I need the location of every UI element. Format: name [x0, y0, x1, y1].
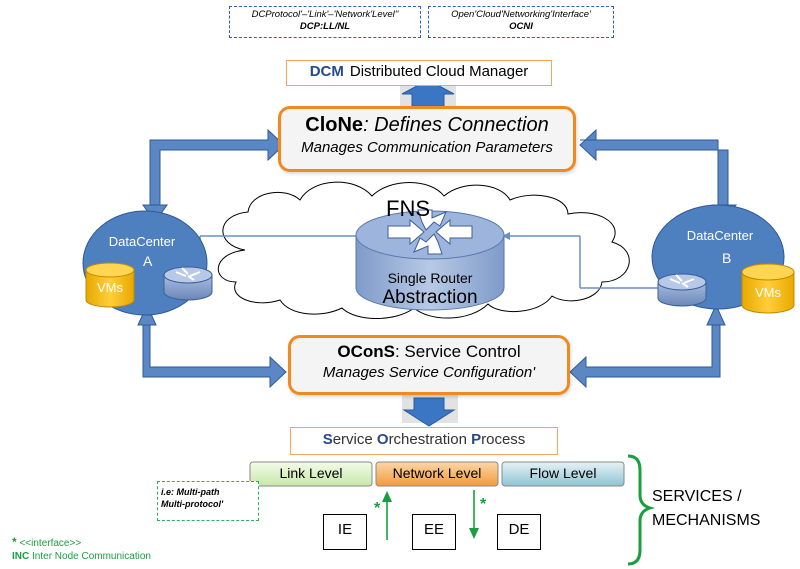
legend-inc: INC Inter Node Communication: [12, 551, 151, 562]
flow-level-bg: [501, 461, 625, 487]
router-b-icon: [657, 273, 707, 307]
router-label-line1: Single Router: [387, 270, 473, 286]
network-level-label: Network Level: [392, 465, 482, 481]
legend-interface-text: <<interface>>: [19, 538, 82, 549]
datacenter-a-label: DataCenter: [108, 234, 176, 249]
ocons-title-rest: : Service Control: [394, 342, 521, 361]
star-left: *: [374, 500, 381, 517]
dcp-interface-box: DCProtocol'–'Link'–'Network'Level'' DCP:…: [229, 6, 421, 38]
mechanism-de: DE: [497, 514, 541, 550]
router-a-icon: [163, 266, 213, 301]
mechanism-ee: EE: [412, 514, 456, 550]
ocons-box: OConS: Service Control Manages Service C…: [288, 335, 570, 395]
multipath-line1: i.e: Multi-path: [161, 487, 220, 497]
legend-inc-text: Inter Node Communication: [32, 551, 151, 562]
bottom-left-arrow: [137, 303, 287, 389]
sop-ervice: ervice: [332, 431, 377, 448]
single-router-cylinder: [355, 209, 505, 311]
fns-label: FNS: [386, 196, 430, 221]
clone-subtitle: Manages Communication Parameters: [301, 139, 553, 156]
router-label-line2: Abstraction: [382, 287, 478, 308]
dcm-name: Distributed Cloud Manager: [349, 63, 529, 80]
dcm-acronym: DCM: [309, 63, 344, 80]
bottom-right-arrow: [569, 303, 726, 389]
ocons-title: OConS: Service Control: [291, 341, 567, 363]
legend-interface: * <<interface>>: [12, 535, 81, 549]
vms-a-label: VMs: [97, 280, 123, 295]
dcm-box: DCM Distributed Cloud Manager: [286, 60, 552, 86]
ocni-interface-box: Open'Cloud'Networking'Interface' OCNI: [428, 6, 614, 38]
sop-s: S: [322, 431, 333, 448]
datacenter-a-letter: A: [143, 253, 153, 269]
clone-box: CloNe: Defines Connection Manages Commun…: [278, 106, 576, 172]
link-level-label: Link Level: [279, 465, 343, 481]
sop-box: Service Orchestration Process: [290, 427, 558, 455]
legend-inc-acronym: INC: [12, 551, 30, 562]
down-arrow-sop: [402, 395, 458, 427]
vms-b-label: VMs: [755, 285, 781, 300]
vms-a-cylinder: [85, 262, 135, 308]
ocons-subtitle: Manages Service Configuration': [322, 364, 536, 381]
clone-title-rest: : Defines Connection: [363, 114, 549, 136]
ocni-interface-line1: Open'Cloud'Networking'Interface': [451, 9, 591, 20]
link-level-bg: [249, 461, 373, 487]
green-arrows: [382, 490, 479, 540]
services-label-line2: MECHANISMS: [652, 512, 761, 529]
datacenter-b-label: DataCenter: [686, 228, 754, 243]
datacenter-b-letter: B: [722, 250, 732, 266]
clone-title-bold: CloNe: [305, 114, 364, 136]
ocons-title-bold: OConS: [337, 342, 395, 361]
dcp-interface-line2: DCP:LL/NL: [299, 21, 351, 32]
dcp-interface-line1: DCProtocol'–'Link'–'Network'Level'': [251, 9, 399, 20]
star-right: *: [480, 496, 487, 513]
sop-rocess: rocess: [481, 431, 526, 448]
services-label-line1: SERVICES /: [652, 488, 742, 505]
sop-rchestration: rchestration: [388, 431, 472, 448]
mechanism-ie: IE: [323, 514, 367, 550]
sop-o: O: [376, 431, 389, 448]
multipath-box: i.e: Multi-path Multi-protocol': [157, 481, 259, 521]
vms-b-cylinder: [741, 263, 795, 314]
clone-title: CloNe: Defines Connection: [281, 112, 573, 138]
ocni-interface-line2: OCNI: [509, 21, 533, 32]
services-bracket: [627, 454, 656, 566]
flow-level-label: Flow Level: [529, 465, 597, 481]
legend-interface-star: *: [12, 535, 17, 549]
multipath-line2: Multi-protocol': [161, 499, 224, 509]
network-level-bg: [375, 461, 499, 487]
sop-p: P: [471, 431, 482, 448]
